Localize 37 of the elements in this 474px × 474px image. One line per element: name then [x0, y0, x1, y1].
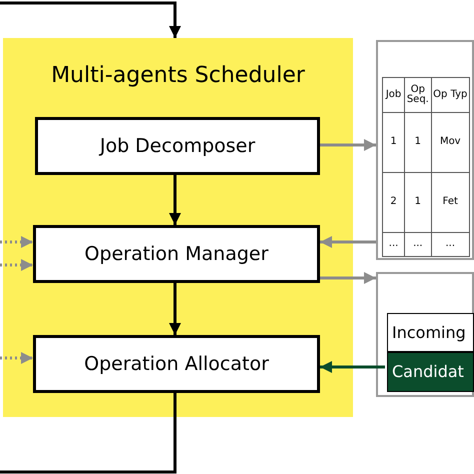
table-cell-text: 1: [390, 136, 397, 148]
table-cell-text: 1: [414, 196, 422, 208]
process-box: [33, 335, 320, 393]
table-cell-text: 1: [414, 136, 422, 148]
table-cell-text: Fet: [442, 196, 458, 208]
box-label: Incoming: [392, 324, 466, 342]
table-cell-text: ...: [388, 238, 398, 250]
box-label: Candidat: [392, 363, 464, 381]
table-cell-text: Op Seq.: [406, 84, 429, 105]
box-label: Job Decomposer: [100, 136, 256, 156]
box-label: Operation Allocator: [84, 354, 269, 374]
table-cell-text: Job: [386, 88, 402, 100]
list-row: [387, 313, 474, 352]
panel-title: Multi-agents Scheduler: [51, 64, 305, 88]
table-cell-text: ...: [413, 238, 423, 250]
table-cell-text: ...: [446, 238, 456, 250]
arrow: [169, 175, 181, 225]
arrow: [0, 259, 33, 271]
arrow: [0, 236, 33, 248]
arrow: [320, 236, 376, 248]
arrow: [169, 283, 181, 335]
arrow: [0, 352, 33, 364]
box-label: Operation Manager: [84, 244, 268, 264]
table-cell-text: Mov: [440, 136, 461, 148]
list-row: [387, 352, 474, 392]
table-cell-text: 2: [390, 196, 397, 208]
process-box: [33, 225, 320, 283]
arrow: [320, 361, 385, 373]
scheduler-panel: [3, 38, 353, 417]
arrow: [320, 272, 376, 284]
arrow: [0, 2, 181, 38]
table-cell-text: Op Typ: [433, 88, 468, 100]
arrow: [320, 139, 376, 151]
list-panel: [376, 272, 474, 397]
process-box: [35, 117, 320, 175]
table-panel: [376, 40, 474, 260]
connector-line: [0, 393, 176, 474]
